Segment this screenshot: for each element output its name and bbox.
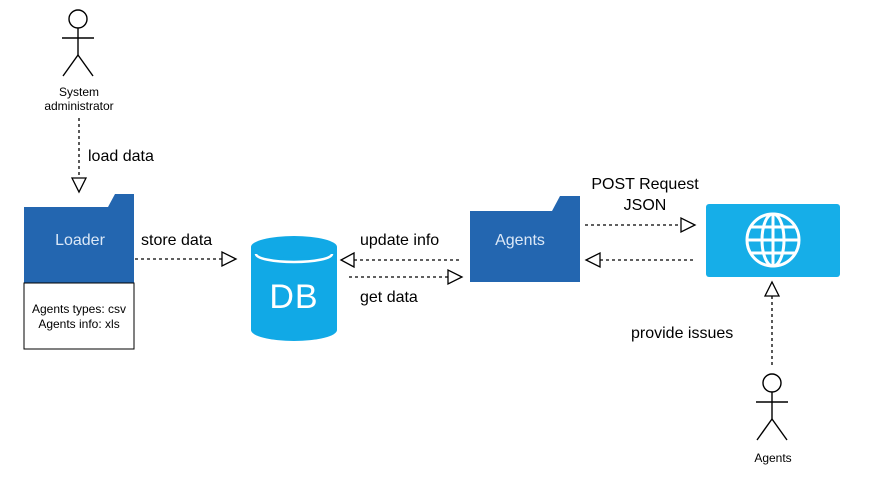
edge-label-post-line2: JSON <box>624 197 667 214</box>
loader-label: Loader <box>55 232 105 249</box>
db-cylinder-rim <box>254 253 334 264</box>
arrowhead-store-data <box>221 250 238 268</box>
db-cylinder-body <box>251 247 337 341</box>
edge-label-get-data: get data <box>360 289 418 306</box>
admin-label-line2: administrator <box>44 99 113 113</box>
arrowhead-post-request <box>680 216 697 234</box>
edge-label-provide-issues: provide issues <box>631 325 733 342</box>
loader-note-line2: Agents info: xls <box>38 317 119 331</box>
edge-label-store-data: store data <box>141 232 212 249</box>
agents-node-label: Agents <box>495 232 545 249</box>
agents-actor-label: Agents <box>754 451 791 465</box>
loader-node[interactable]: Loader <box>24 194 134 283</box>
arrowhead-load-data <box>70 177 88 194</box>
edge-label-post-line1: POST Request <box>591 176 699 193</box>
agents-actor <box>756 373 788 441</box>
edge-label-update-info: update info <box>360 232 439 249</box>
arrowhead-provide-issues <box>763 280 781 297</box>
agents-folder-shape <box>470 196 580 282</box>
arrowhead-get-data <box>447 268 464 286</box>
db-label: DB <box>269 278 318 316</box>
loader-note-line1: Agents types: csv <box>32 302 126 316</box>
arrowhead-update-info <box>339 251 355 269</box>
admin-label-line1: System <box>59 85 99 99</box>
loader-note-box <box>23 282 135 350</box>
arrowhead-response <box>584 251 601 269</box>
db-node[interactable]: DB <box>251 236 337 341</box>
edge-label-load-data: load data <box>88 148 154 165</box>
globe-icon <box>745 212 801 268</box>
system-administrator-actor <box>62 9 94 77</box>
web-service-node[interactable] <box>706 204 840 277</box>
db-cylinder-top <box>251 236 337 258</box>
agents-node[interactable]: Agents <box>470 196 580 282</box>
loader-folder-shape <box>24 194 134 283</box>
